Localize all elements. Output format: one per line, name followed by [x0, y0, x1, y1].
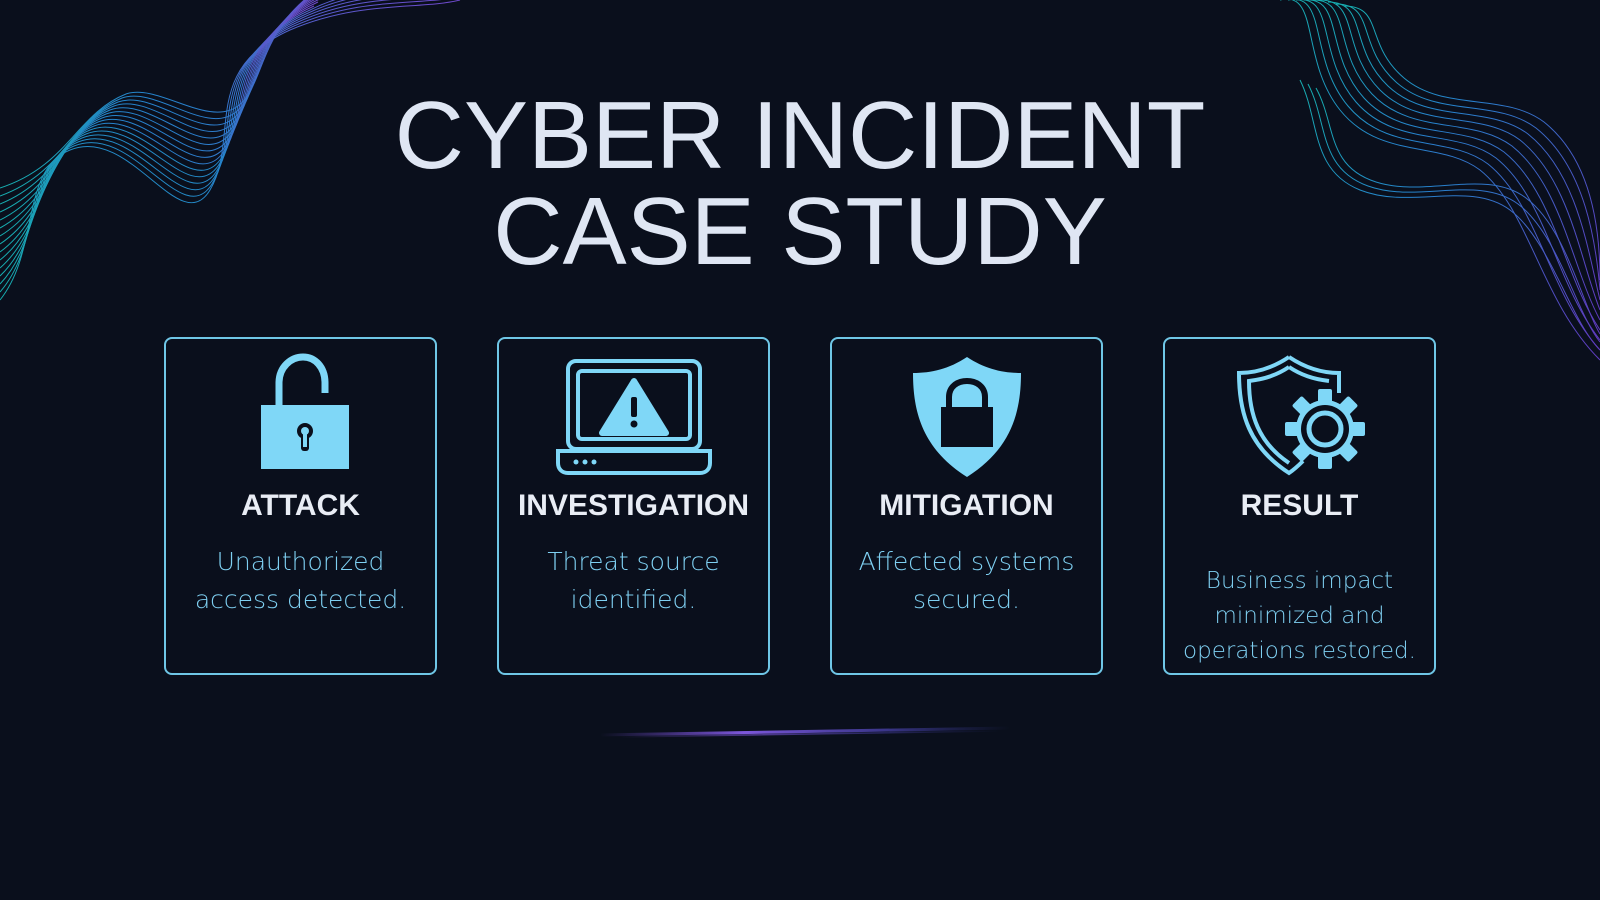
title-line-1: CYBER INCIDENT [394, 82, 1206, 189]
card-description: Unauthorized access detected. [194, 547, 407, 614]
glow-divider-decoration [600, 726, 1010, 738]
card-mitigation: MITIGATION Affected systems secured. [830, 337, 1103, 675]
wave-ribbon-right-decoration [1280, 0, 1600, 361]
card-description: Affected systems secured. [858, 547, 1075, 614]
laptop-warning-icon [499, 353, 768, 481]
card-heading: RESULT [1240, 489, 1359, 522]
wave-ribbon-left-decoration [0, 0, 461, 301]
card-heading: ATTACK [241, 489, 360, 522]
card-investigation: INVESTIGATION Threat source identified. [497, 337, 770, 675]
unlocked-padlock-icon [166, 353, 435, 481]
card-result: RESULT Business impact minimized and ope… [1163, 337, 1436, 675]
card-attack: ATTACK Unauthorized access detected. [164, 337, 437, 675]
shield-lock-icon [832, 353, 1101, 481]
card-heading: INVESTIGATION [517, 489, 750, 522]
page-title: CYBER INCIDENT CASE STUDY [0, 88, 1600, 280]
card-heading: MITIGATION [879, 489, 1054, 522]
card-description: Threat source identified. [547, 547, 720, 614]
card-description: Business impact minimized and operations… [1183, 568, 1416, 664]
title-line-2: CASE STUDY [493, 178, 1107, 285]
shield-gear-icon [1165, 353, 1434, 481]
